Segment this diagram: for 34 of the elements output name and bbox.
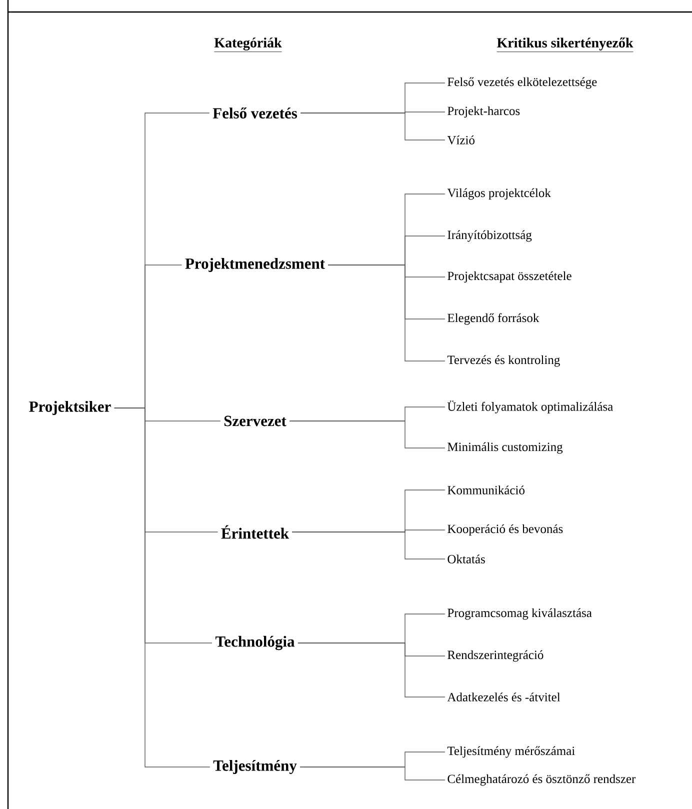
factor-label: Elegendő források [448,313,540,325]
factor-label: Célmeghatározó és ösztönző rendszer [448,774,636,786]
factor-label: Vízió [447,136,474,144]
connector-line [300,766,446,780]
factor-label: Rendszerintegráció [448,650,544,662]
category-label: Teljesítmény [213,760,297,774]
connector-line [292,532,446,560]
connector-line [328,264,446,362]
factor-label: Minimális customizing [448,442,563,454]
category-label: Érintettek [221,525,289,539]
factor-label: Projekt-harcos [448,106,520,118]
factor-label: Irányítóbizottság [448,230,532,242]
connector-line [298,642,446,698]
factor-label: Világos projektcélok [447,188,551,200]
category-label: Technológia [215,636,295,650]
connector-line [300,112,446,140]
factor-label: Kommunikáció [448,486,524,494]
factor-label: Programcsomag kiválasztása [448,608,592,620]
factor-label: Kooperáció és bevonás [448,524,563,536]
connector-line [289,420,446,448]
category-label: Felső vezetés [212,107,298,119]
factor-label: Projektcsapat összetétele [448,271,572,283]
connector-line [114,408,210,768]
factor-label: Oktatás [448,554,485,564]
factor-label: Tervezés és kontroling [447,355,560,367]
root-label: Projektsiker [29,400,111,416]
factor-label: Felső vezetés elkötelezettsége [448,77,597,89]
factor-label: Teljesítmény mérőszámai [447,746,575,758]
category-label: Szervezet [224,416,286,426]
column-heading: Kategóriák [214,38,282,52]
factor-label: Adatkezelés és -átvitel [447,692,560,702]
factor-label: Üzleti folyamatok optimalizálása [447,400,613,414]
column-heading: Kritikus sikertényezők [496,38,634,52]
category-label: Projektmenedzsment [185,258,325,272]
